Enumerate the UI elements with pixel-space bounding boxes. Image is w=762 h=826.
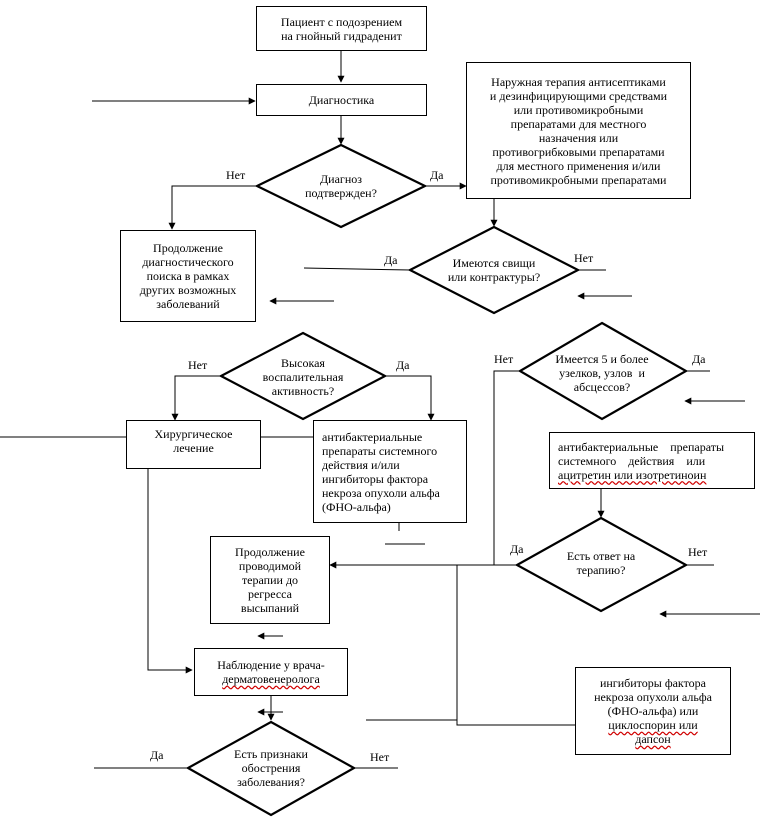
label-response-no: Нет	[688, 545, 708, 559]
label-fistula-no: Нет	[574, 251, 594, 265]
line-nodes5-no	[493, 370, 520, 565]
label-confirmed-no: Нет	[226, 168, 246, 182]
node-diagnostics: Диагностика	[256, 84, 427, 116]
label-flare-yes: Да	[150, 748, 164, 762]
diamond-flare	[185, 720, 357, 817]
label-nodes5-no: Нет	[494, 352, 514, 366]
arrow-confirmed-no	[168, 185, 257, 230]
diamond-response	[514, 516, 689, 613]
diamond-inflammation	[218, 331, 388, 421]
diamond-diagnosis-confirmed	[254, 143, 428, 229]
line-response-to-tnf	[456, 565, 575, 726]
arrow-surgery-to-observation	[147, 469, 193, 674]
label-nodes5-yes: Да	[692, 352, 706, 366]
label-flare-no: Нет	[370, 750, 390, 764]
label-fistula-yes: Да	[384, 253, 398, 267]
line-fistula-yes	[303, 267, 411, 271]
diamond-nodes5	[517, 321, 689, 421]
arrow-inflammation-yes	[385, 375, 435, 421]
label-inflammation-yes: Да	[396, 358, 410, 372]
label-confirmed-yes: Да	[430, 168, 444, 182]
node-observation: Наблюдение у врача-дерматовенеролога	[194, 648, 348, 696]
node-antibacterial-acitretin: антибактериальные препараты системного д…	[549, 432, 755, 489]
label-response-yes: Да	[510, 542, 524, 556]
arrow-inflammation-no	[171, 375, 221, 421]
diamond-fistula	[407, 225, 581, 315]
label-inflammation-no: Нет	[188, 358, 208, 372]
